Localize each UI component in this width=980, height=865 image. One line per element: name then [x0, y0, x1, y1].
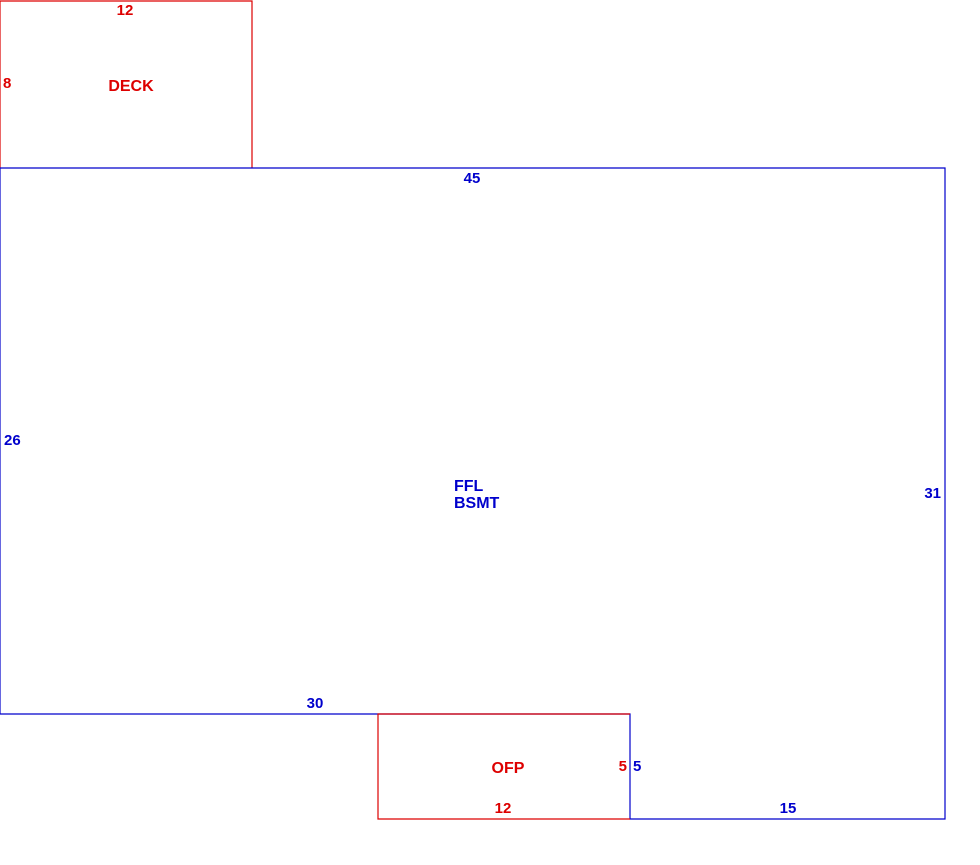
deck-top-dimension: 12 — [117, 2, 134, 19]
deck-outline — [0, 0, 253, 168]
main-label-line2: BSMT — [454, 495, 500, 512]
main-top-dimension: 45 — [464, 170, 481, 187]
main-structure-area: 45 26 31 30 5 15 FFL BSMT — [0, 167, 946, 820]
ofp-outline — [377, 713, 630, 820]
main-left-dimension: 26 — [4, 432, 21, 449]
ofp-side-dimension: 5 — [619, 758, 627, 775]
main-notch-dimension: 5 — [633, 758, 641, 775]
deck-area: 12 8 DECK — [0, 0, 253, 168]
ofp-area: OFP 5 12 — [377, 713, 630, 820]
main-bottom-left-dimension: 30 — [307, 695, 324, 712]
main-bottom-right-dimension: 15 — [780, 800, 797, 817]
ofp-label: OFP — [492, 760, 525, 777]
ofp-bottom-dimension: 12 — [495, 800, 512, 817]
deck-side-dimension: 8 — [3, 75, 11, 92]
main-right-dimension: 31 — [924, 485, 941, 502]
deck-label: DECK — [108, 78, 154, 95]
main-label-line1: FFL — [454, 478, 484, 495]
